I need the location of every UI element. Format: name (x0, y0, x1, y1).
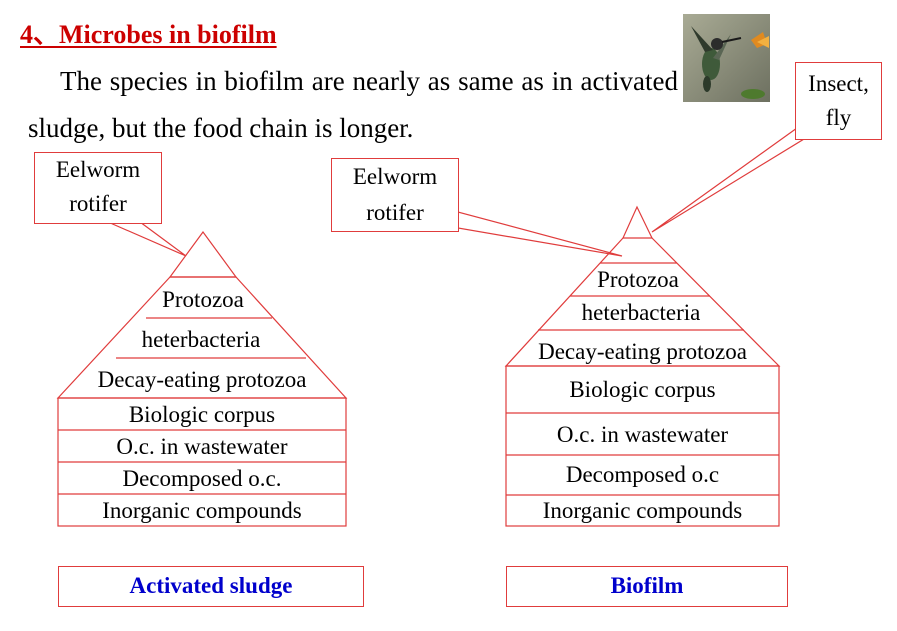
left-level-inorganic: Inorganic compounds (58, 497, 346, 525)
right-insect-callout-pointer (652, 128, 804, 232)
right-worm-callout-pointer (458, 212, 622, 256)
right-worm-callout-line-1: Eelworm (332, 159, 458, 195)
right-insect-callout-line-2: fly (796, 101, 881, 135)
right-insect-callout-box: Insect, fly (795, 62, 882, 140)
right-level-decomposed: Decomposed o.c (506, 461, 779, 489)
left-callout-line-2: rotifer (35, 187, 161, 221)
right-worm-callout-line-2: rotifer (332, 195, 458, 231)
left-level-oc-wastewater: O.c. in wastewater (58, 433, 346, 461)
left-apex-triangle (170, 232, 236, 277)
right-apex-triangle (623, 207, 652, 238)
right-level-protozoa: Protozoa (538, 266, 738, 294)
left-callout-box: Eelworm rotifer (34, 152, 162, 224)
right-level-biologic-corpus: Biologic corpus (506, 376, 779, 404)
right-level-oc-wastewater: O.c. in wastewater (506, 421, 779, 449)
right-insect-callout-line-1: Insect, (796, 67, 881, 101)
right-worm-callout-box: Eelworm rotifer (331, 158, 459, 232)
left-callout-line-1: Eelworm (35, 153, 161, 187)
right-level-heterbacteria: heterbacteria (541, 299, 741, 327)
left-level-heterbacteria: heterbacteria (101, 326, 301, 354)
left-level-decay-eating: Decay-eating protozoa (62, 366, 342, 394)
right-level-inorganic: Inorganic compounds (506, 497, 779, 525)
left-level-protozoa: Protozoa (103, 286, 303, 314)
right-caption-biofilm: Biofilm (506, 566, 788, 607)
left-level-decomposed: Decomposed o.c. (58, 465, 346, 493)
left-callout-pointer (108, 222, 186, 256)
left-level-biologic-corpus: Biologic corpus (58, 401, 346, 429)
right-level-decay-eating: Decay-eating protozoa (506, 338, 779, 366)
left-caption-activated-sludge: Activated sludge (58, 566, 364, 607)
